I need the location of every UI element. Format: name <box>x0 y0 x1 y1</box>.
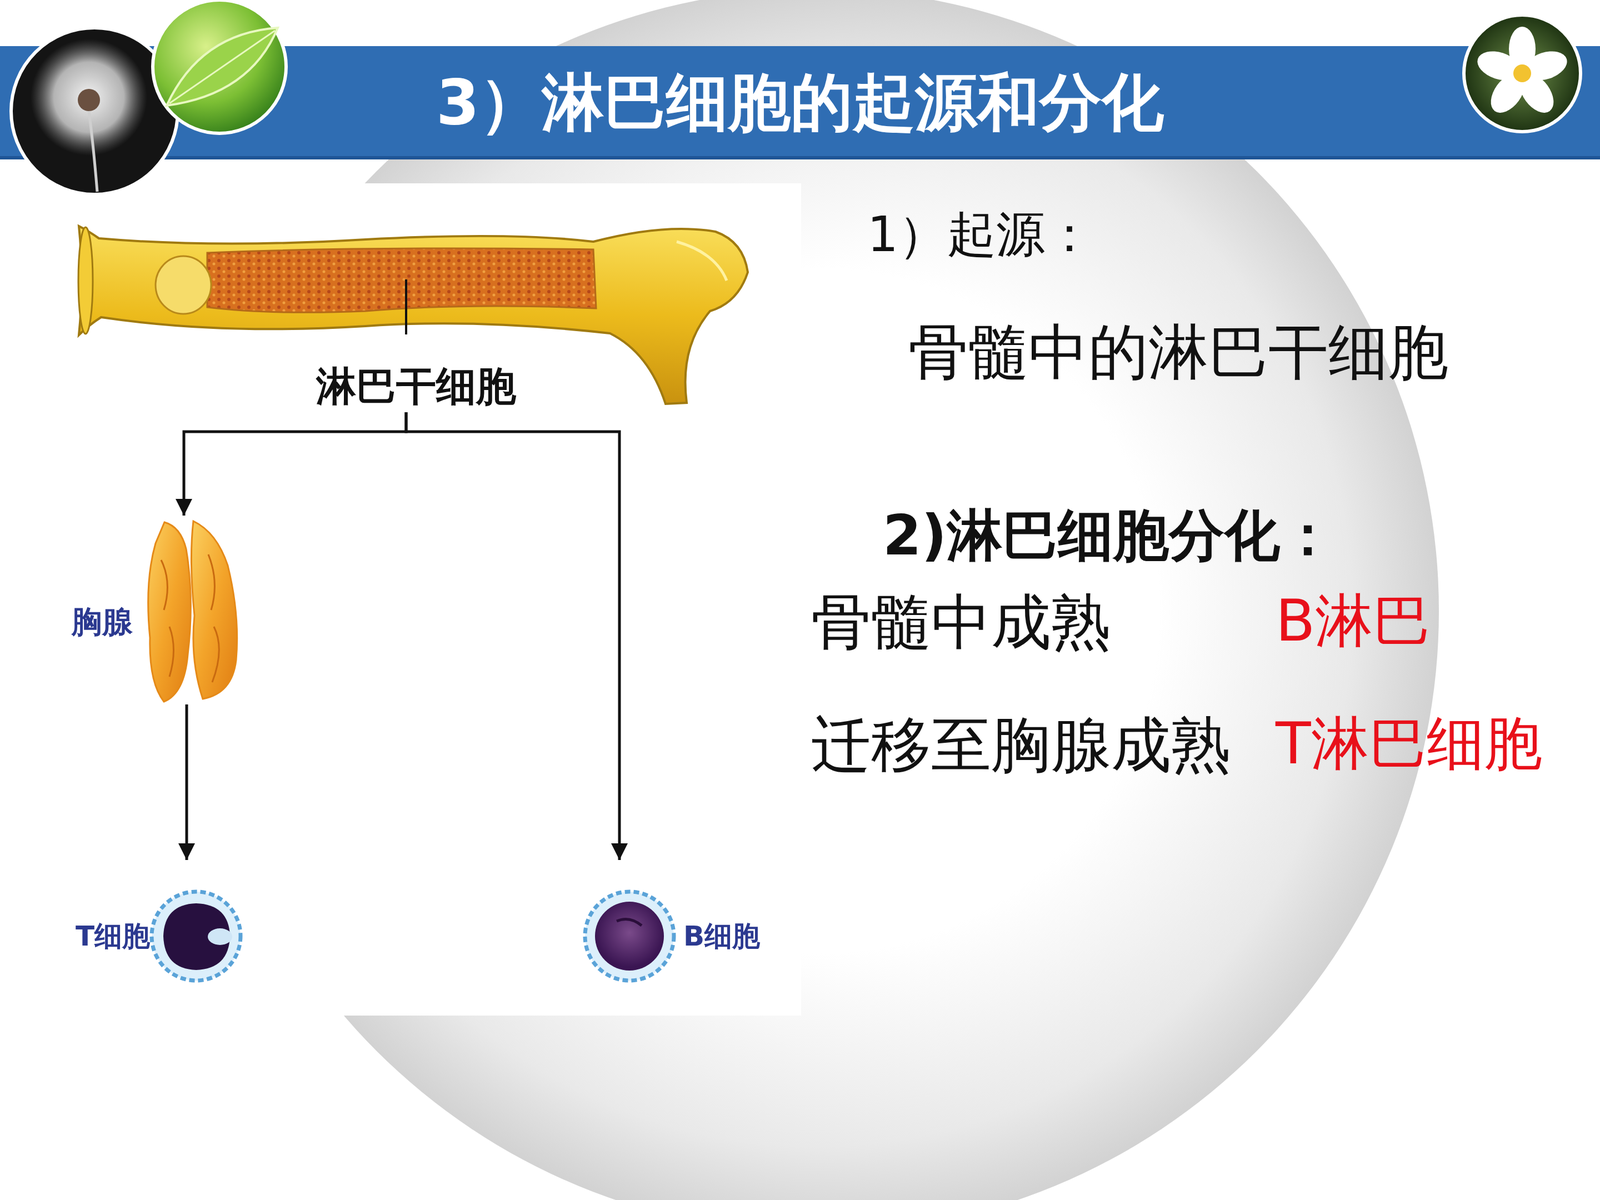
label-holder: 迁移至胸腺成熟 <box>811 708 1232 782</box>
cell-membrane <box>151 891 241 981</box>
bone-knob <box>155 256 212 314</box>
b-cell-nucleus <box>595 901 664 971</box>
t-cell-node: T细胞 <box>72 860 245 1013</box>
flower-badge <box>1463 15 1581 132</box>
stem-cell-node: 淋巴干细胞 <box>76 219 750 413</box>
bone-marrow <box>207 248 597 313</box>
leaf-badge <box>152 0 287 134</box>
slide-title: 3）淋巴细胞的起源和分化 <box>436 65 1164 140</box>
bone-ridge <box>676 241 727 281</box>
nucleus-texture <box>616 918 642 926</box>
label-holder: 2)淋巴细胞分化： <box>882 502 1336 569</box>
label-holder: B淋巴 <box>1275 586 1431 656</box>
thymus-texture <box>161 554 219 683</box>
node-label: T细胞 <box>75 919 150 953</box>
text-label: 2)淋巴细胞分化： <box>882 502 1336 569</box>
flow-arrow <box>183 412 407 516</box>
label-holder: 骨髓中成熟 <box>811 586 1112 659</box>
node-label: B细胞 <box>683 919 760 953</box>
label-holder: 1）起源： <box>867 205 1094 264</box>
label-holder: 骨髓中的淋巴干细胞 <box>908 316 1449 389</box>
text-label: T淋巴细胞 <box>1275 708 1543 779</box>
title-band-edge <box>0 156 1600 160</box>
text-label: 迁移至胸腺成熟 <box>811 708 1232 782</box>
label-holder: T淋巴细胞 <box>1275 708 1543 779</box>
illustration-panel <box>0 183 802 1016</box>
nucleus-notch <box>207 928 233 945</box>
cell-membrane <box>585 891 674 981</box>
node-label: 胸腺 <box>71 603 133 640</box>
text-label: 骨髓中成熟 <box>811 586 1112 659</box>
title-holder: 3）淋巴细胞的起源和分化 <box>0 46 1600 159</box>
text-label: B淋巴 <box>1275 586 1431 656</box>
flow-arrow <box>185 704 189 860</box>
thymus-right-lobe <box>191 521 237 699</box>
b-cell-node: B细胞 <box>577 860 764 1013</box>
bone-rim <box>78 227 93 334</box>
leader-line <box>405 279 408 335</box>
text-label: 骨髓中的淋巴干细胞 <box>908 316 1449 389</box>
text-label: 1）起源： <box>867 205 1094 264</box>
node-label: 淋巴干细胞 <box>316 361 517 412</box>
thymus-node: 胸腺 <box>66 515 245 705</box>
flow-arrow <box>406 412 620 860</box>
